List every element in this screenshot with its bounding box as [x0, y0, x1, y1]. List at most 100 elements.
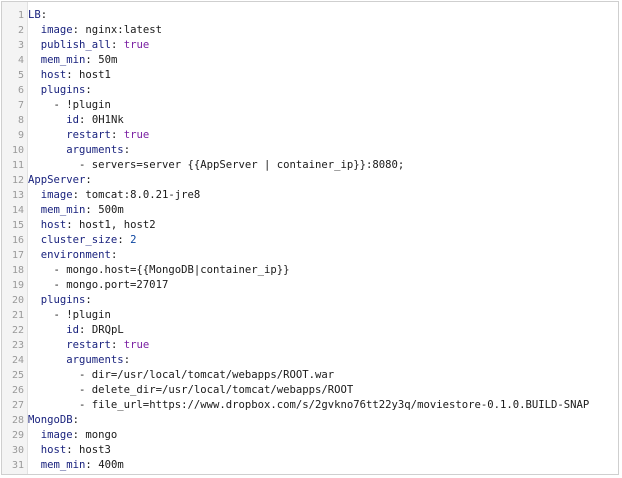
yaml-key: arguments	[66, 144, 124, 156]
code-line[interactable]: 18 - mongo.host={{MongoDB|container_ip}}	[2, 263, 618, 278]
yaml-value: - mongo.host={{MongoDB|container_ip}}	[53, 264, 290, 276]
code-text: publish_all: true	[40, 39, 150, 51]
code-line[interactable]: 2 image: nginx:latest	[2, 23, 618, 38]
yaml-key: image	[40, 24, 73, 36]
yaml-value: host1	[79, 69, 111, 81]
code-line[interactable]: 11 - servers=server {{AppServer | contai…	[2, 158, 618, 173]
yaml-key: LB	[28, 9, 41, 21]
code-text: - !plugin	[28, 308, 111, 323]
line-number: 15	[11, 220, 24, 231]
yaml-value: true	[123, 339, 150, 351]
yaml-key: image	[40, 429, 73, 441]
code-line[interactable]: 16 cluster_size: 2	[2, 233, 618, 248]
line-number: 13	[11, 190, 24, 201]
code-text: arguments:	[66, 144, 131, 156]
code-line[interactable]: 31 mem_min: 400m	[2, 458, 618, 473]
yaml-key: arguments	[66, 354, 124, 366]
line-number: 19	[11, 280, 24, 291]
code-line[interactable]: 15 host: host1, host2	[2, 218, 618, 233]
yaml-value: host1, host2	[79, 219, 156, 231]
line-number: 8	[17, 115, 24, 126]
code-line[interactable]: 13 image: tomcat:8.0.21-jre8	[2, 188, 618, 203]
code-line[interactable]: 21 - !plugin	[2, 308, 618, 323]
code-text: id: DRQpL	[66, 324, 124, 336]
yaml-key: mem_min	[40, 459, 86, 471]
code-line[interactable]: 4 mem_min: 50m	[2, 53, 618, 68]
code-line[interactable]: 27 - file_url=https://www.dropbox.com/s/…	[2, 398, 618, 413]
yaml-value: - delete_dir=/usr/local/tomcat/webapps/R…	[79, 384, 354, 396]
code-line[interactable]: 10 arguments:	[2, 143, 618, 158]
yaml-value: 2	[130, 234, 137, 246]
code-line[interactable]: 8 id: 0H1Nk	[2, 113, 618, 128]
yaml-value: DRQpL	[91, 324, 124, 336]
yaml-value: - !plugin	[53, 309, 111, 321]
yaml-value: 0H1Nk	[91, 114, 124, 126]
yaml-value: - !plugin	[53, 99, 111, 111]
yaml-value: - mongo.port=27017	[53, 279, 169, 291]
yaml-key: id	[66, 324, 80, 336]
code-text: image: mongo	[40, 429, 118, 441]
line-number: 27	[11, 400, 24, 411]
code-text: - servers=server {{AppServer | container…	[28, 158, 404, 173]
yaml-value: 500m	[98, 204, 124, 216]
yaml-value: mongo	[85, 429, 118, 441]
line-number: 4	[17, 55, 24, 66]
code-line[interactable]: 5 host: host1	[2, 68, 618, 83]
code-line[interactable]: 14 mem_min: 500m	[2, 203, 618, 218]
code-line[interactable]: 24 arguments:	[2, 353, 618, 368]
line-number: 6	[17, 85, 24, 96]
code-text: host: host1	[40, 69, 111, 81]
yaml-key: host	[40, 444, 67, 456]
code-text: MongoDB:	[28, 414, 80, 426]
line-number: 18	[11, 265, 24, 276]
code-text: mem_min: 400m	[40, 459, 124, 471]
yaml-key: host	[40, 69, 67, 81]
code-line[interactable]: 30 host: host3	[2, 443, 618, 458]
line-number: 9	[17, 130, 24, 141]
line-number: 11	[11, 160, 24, 171]
code-line[interactable]: 22 id: DRQpL	[2, 323, 618, 338]
line-number: 5	[17, 70, 24, 81]
code-text: - mongo.port=27017	[28, 278, 169, 293]
yaml-key: cluster_size	[40, 234, 118, 246]
yaml-value: true	[123, 129, 150, 141]
code-line[interactable]: 26 - delete_dir=/usr/local/tomcat/webapp…	[2, 383, 618, 398]
line-number: 25	[11, 370, 24, 381]
yaml-key: plugins	[40, 294, 86, 306]
line-number: 10	[11, 145, 24, 156]
code-text: environment:	[40, 249, 118, 261]
code-text: image: tomcat:8.0.21-jre8	[40, 189, 201, 201]
code-line[interactable]: 9 restart: true	[2, 128, 618, 143]
line-number: 1	[17, 10, 24, 21]
line-number: 30	[11, 445, 24, 456]
code-line[interactable]: 29 image: mongo	[2, 428, 618, 443]
yaml-key: mem_min	[40, 54, 86, 66]
code-line[interactable]: 3 publish_all: true	[2, 38, 618, 53]
yaml-value: - dir=/usr/local/tomcat/webapps/ROOT.war	[79, 369, 335, 381]
line-number: 12	[11, 175, 24, 186]
yaml-value: nginx:latest	[85, 24, 162, 36]
code-text: host: host3	[40, 444, 111, 456]
code-line[interactable]: 25 - dir=/usr/local/tomcat/webapps/ROOT.…	[2, 368, 618, 383]
code-line[interactable]: 28 MongoDB:	[2, 413, 618, 428]
code-line[interactable]: 17 environment:	[2, 248, 618, 263]
yaml-value: true	[123, 39, 150, 51]
yaml-value: 50m	[98, 54, 118, 66]
line-number: 29	[11, 430, 24, 441]
code-text: mem_min: 500m	[40, 204, 124, 216]
code-line[interactable]: 6 plugins:	[2, 83, 618, 98]
code-line[interactable]: 20 plugins:	[2, 293, 618, 308]
line-number: 28	[11, 415, 24, 426]
line-number: 26	[11, 385, 24, 396]
code-text: arguments:	[66, 354, 131, 366]
code-line[interactable]: 7 - !plugin	[2, 98, 618, 113]
code-line[interactable]: 19 - mongo.port=27017	[2, 278, 618, 293]
code-text: plugins:	[40, 84, 92, 96]
line-number-gutter	[2, 2, 28, 474]
code-line[interactable]: 23 restart: true	[2, 338, 618, 353]
line-number: 24	[11, 355, 24, 366]
code-text: image: nginx:latest	[40, 24, 162, 36]
